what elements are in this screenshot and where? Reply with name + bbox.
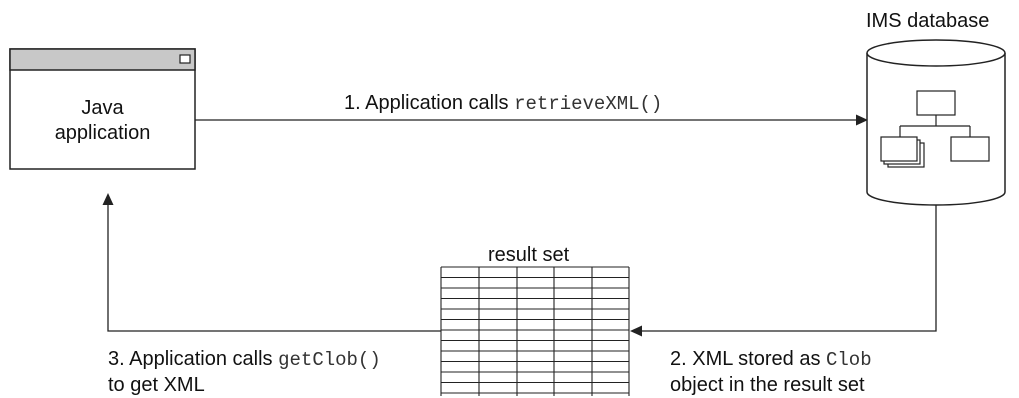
- arrow-getclob: [102, 193, 441, 332]
- step1-label: 1. Application calls retrieveXML(): [344, 93, 662, 114]
- step3-method: getClob(): [278, 349, 381, 371]
- arrow-store-clob: [630, 205, 937, 337]
- step2-line2: object in the result set: [670, 374, 865, 396]
- java-app-label-line1: Java: [81, 97, 124, 119]
- hierarchy-icon: [880, 90, 990, 168]
- database-cylinder-icon: [866, 39, 1006, 206]
- step1-text: 1. Application calls: [344, 92, 515, 114]
- java-app-label-line2: application: [54, 122, 151, 144]
- java-app-window: [9, 48, 196, 170]
- result-set-title: result set: [488, 244, 570, 266]
- window-maximize-icon: [179, 54, 191, 64]
- step2-method: Clob: [826, 349, 872, 371]
- step1-method: retrieveXML(): [514, 93, 663, 115]
- step3-line2: to get XML: [108, 374, 205, 396]
- step2-label: 2. XML stored as Clob object in the resu…: [670, 347, 872, 398]
- step3-label: 3. Application calls getClob() to get XM…: [108, 347, 381, 398]
- window-titlebar: [9, 48, 196, 71]
- step3-text: 3. Application calls: [108, 348, 279, 370]
- arrow-retrieve: [195, 114, 868, 126]
- result-set-table: [440, 266, 630, 396]
- database-title: IMS database: [866, 10, 990, 32]
- step2-text: 2. XML stored as: [670, 348, 826, 370]
- java-app-label: Java application: [10, 96, 195, 146]
